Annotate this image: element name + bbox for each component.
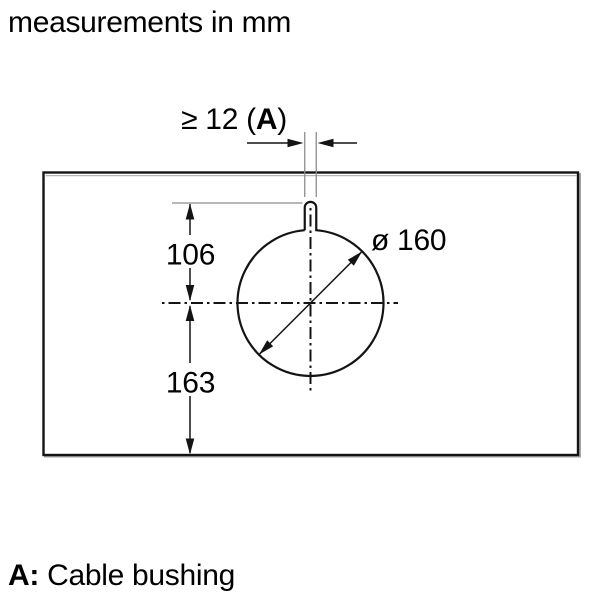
cutout-keyhole-outline (236, 200, 385, 377)
diameter-label: ø 160 (371, 224, 446, 257)
page-title: measurements in mm (8, 6, 292, 39)
bottom-offset-arrowhead-up (185, 305, 195, 321)
bottom-offset-label: 163 (166, 367, 215, 400)
bushing-width-label: ≥ 12 (A) (181, 103, 287, 136)
bushing-marker-letter: A (256, 103, 277, 136)
slot-width-extension-lines (304, 132, 317, 197)
top-offset-arrowhead-down (185, 285, 195, 301)
caption-key: A: (8, 559, 40, 592)
bushing-width-arrowhead-left (287, 138, 304, 148)
center-lines (160, 206, 398, 391)
bottom-offset-arrowhead-down (185, 438, 195, 455)
top-offset-label-mask (162, 235, 218, 268)
bushing-width-arrowhead-right (317, 138, 334, 148)
diameter-arrowhead-lower (258, 340, 274, 355)
caption: A: Cable bushing (8, 559, 235, 592)
bushing-width-dimension (247, 138, 357, 148)
caption-text: Cable bushing (47, 559, 236, 592)
diameter-arrowhead-upper (347, 251, 363, 266)
top-offset-label: 106 (166, 239, 215, 272)
top-offset-arrowhead-up (185, 203, 195, 220)
diameter-arrow (258, 250, 363, 356)
diameter-arrow-line (258, 250, 363, 356)
bottom-offset-label-mask (162, 363, 218, 396)
